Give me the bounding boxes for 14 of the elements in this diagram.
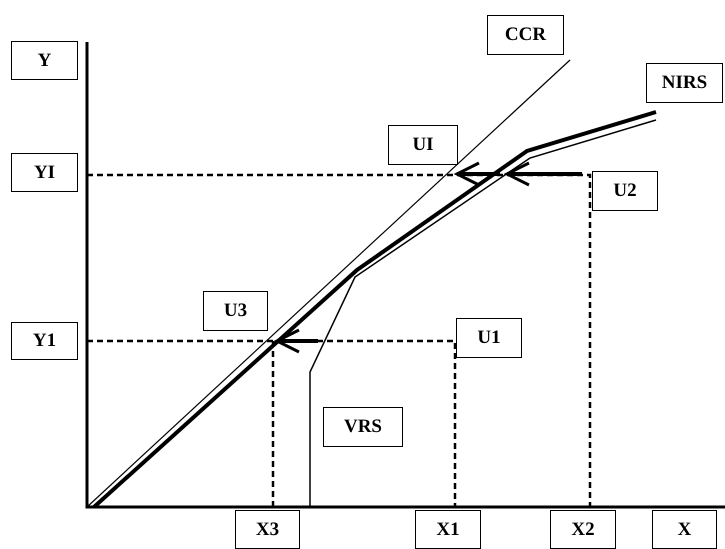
label-box: X1 [415, 510, 481, 549]
label-box: U3 [203, 291, 268, 331]
label-box: UI [388, 125, 458, 165]
label-box: Y1 [11, 322, 78, 360]
label-box: X3 [235, 510, 300, 549]
label-box: Y [11, 41, 78, 80]
label-box: YI [11, 153, 78, 192]
label-box: CCR [487, 15, 564, 55]
label-box: U2 [592, 171, 658, 211]
label-box: X2 [550, 510, 616, 549]
label-box: NIRS [646, 63, 723, 103]
label-box: VRS [323, 407, 403, 447]
label-box: U1 [456, 318, 522, 358]
label-box: X [652, 510, 717, 549]
